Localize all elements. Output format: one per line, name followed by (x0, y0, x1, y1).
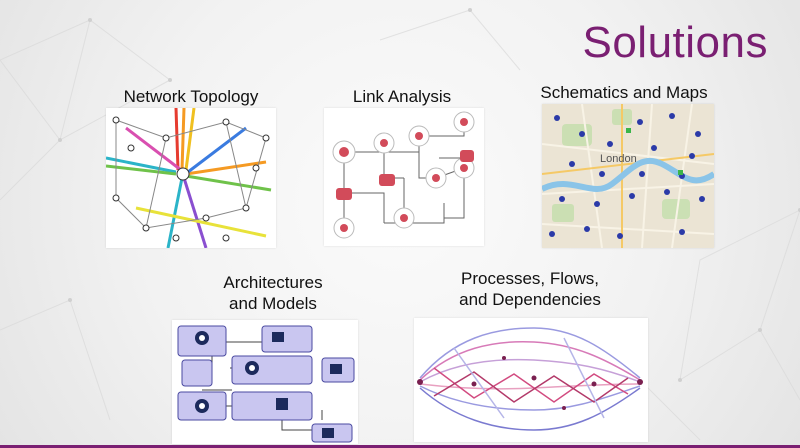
processes-flows-label-line2: and Dependencies (459, 290, 601, 309)
link-analysis-image (324, 108, 484, 246)
architectures-models-label-line1: Architectures (223, 273, 323, 292)
processes-flows-label-line1: Processes, Flows, (461, 269, 599, 288)
network-topology-label: Network Topology (123, 87, 259, 106)
slide-title: Solutions (582, 18, 768, 67)
architectures-models-label-line2: and Models (229, 294, 317, 313)
architectures-models-label: Architectures and Models (196, 272, 350, 314)
architectures-models-image (172, 320, 358, 444)
network-topology-image (106, 108, 276, 248)
schematics-maps-label: Schematics and Maps (540, 83, 708, 102)
accent-bar (0, 445, 800, 448)
link-analysis-label: Link Analysis (352, 87, 452, 106)
map-city-text: London (600, 153, 637, 165)
processes-flows-label: Processes, Flows, and Dependencies (436, 268, 624, 310)
schematics-maps-image: London (542, 104, 714, 248)
processes-flows-image (414, 318, 648, 442)
